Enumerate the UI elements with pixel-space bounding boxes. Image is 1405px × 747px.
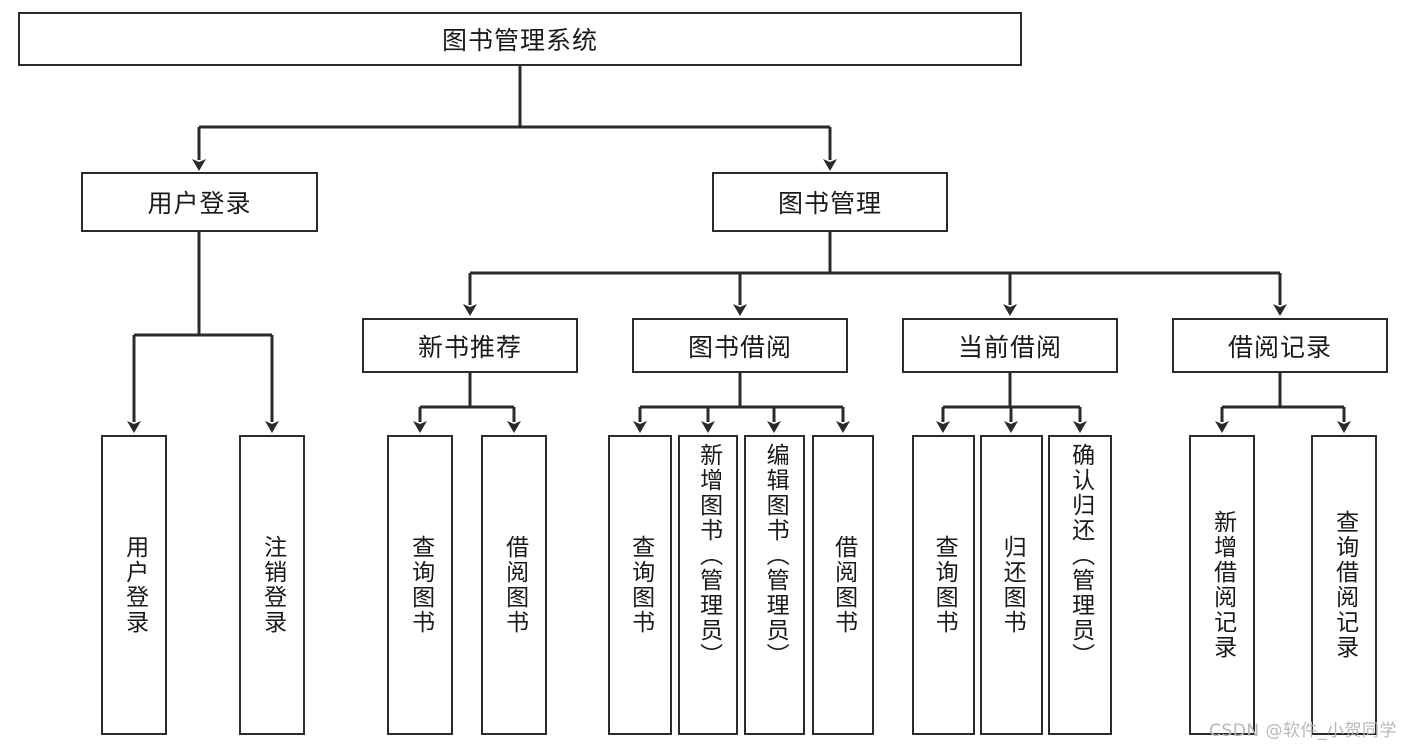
node-root[interactable]: 图书管理系统	[18, 12, 1022, 66]
node-root-label: 图书管理系统	[441, 26, 598, 55]
node-leaf-logout-label: 注销登录	[259, 535, 286, 635]
csdn-watermark: CSDN @软件_小贺同学	[1209, 721, 1397, 741]
node-book-manage-label: 图书管理	[777, 189, 882, 218]
node-leaf-logout[interactable]: 注销登录	[239, 435, 305, 735]
node-leaf-query-record[interactable]: 查询借阅记录	[1311, 435, 1377, 735]
node-leaf-user-login-label: 用户登录	[121, 535, 148, 635]
node-new-book-recommend-label: 新书推荐	[417, 332, 522, 362]
node-leaf-confirm-return[interactable]: 确认归还（管理员）	[1048, 435, 1112, 735]
node-current-borrow-label: 当前借阅	[957, 332, 1062, 362]
node-leaf-add-book[interactable]: 新增图书（管理员）	[678, 435, 738, 735]
node-leaf-borrow-book-1[interactable]: 借阅图书	[481, 435, 547, 735]
node-leaf-query-book-2[interactable]: 查询图书	[608, 435, 672, 735]
node-borrow-record-label: 借阅记录	[1227, 332, 1332, 362]
node-leaf-borrow-book-2-label: 借阅图书	[830, 535, 857, 635]
node-leaf-return-book-label: 归还图书	[999, 535, 1026, 635]
node-new-book-recommend[interactable]: 新书推荐	[362, 318, 578, 373]
node-leaf-query-book-3[interactable]: 查询图书	[912, 435, 975, 735]
node-leaf-query-book-2-label: 查询图书	[627, 535, 654, 635]
node-book-manage[interactable]: 图书管理	[712, 172, 948, 232]
node-leaf-return-book[interactable]: 归还图书	[980, 435, 1043, 735]
node-book-borrow-label: 图书借阅	[687, 332, 792, 362]
node-leaf-query-book-1[interactable]: 查询图书	[387, 435, 453, 735]
node-book-borrow[interactable]: 图书借阅	[632, 318, 848, 373]
node-leaf-query-record-label: 查询借阅记录	[1331, 510, 1358, 660]
node-borrow-record[interactable]: 借阅记录	[1172, 318, 1388, 373]
node-leaf-borrow-book-2[interactable]: 借阅图书	[812, 435, 874, 735]
node-current-borrow[interactable]: 当前借阅	[902, 318, 1118, 373]
node-leaf-borrow-book-1-label: 借阅图书	[501, 535, 528, 635]
node-leaf-edit-book[interactable]: 编辑图书（管理员）	[744, 435, 805, 735]
node-leaf-edit-book-label: 编辑图书（管理员）	[762, 443, 789, 668]
node-leaf-add-record-label: 新增借阅记录	[1209, 510, 1236, 660]
node-leaf-user-login[interactable]: 用户登录	[101, 435, 167, 735]
node-leaf-query-book-1-label: 查询图书	[407, 535, 434, 635]
node-leaf-query-book-3-label: 查询图书	[931, 535, 958, 635]
node-leaf-add-book-label: 新增图书（管理员）	[695, 443, 722, 668]
node-leaf-add-record[interactable]: 新增借阅记录	[1189, 435, 1255, 735]
node-user-login-label: 用户登录	[147, 189, 252, 218]
node-leaf-confirm-return-label: 确认归还（管理员）	[1067, 443, 1094, 668]
node-user-login[interactable]: 用户登录	[81, 172, 318, 232]
